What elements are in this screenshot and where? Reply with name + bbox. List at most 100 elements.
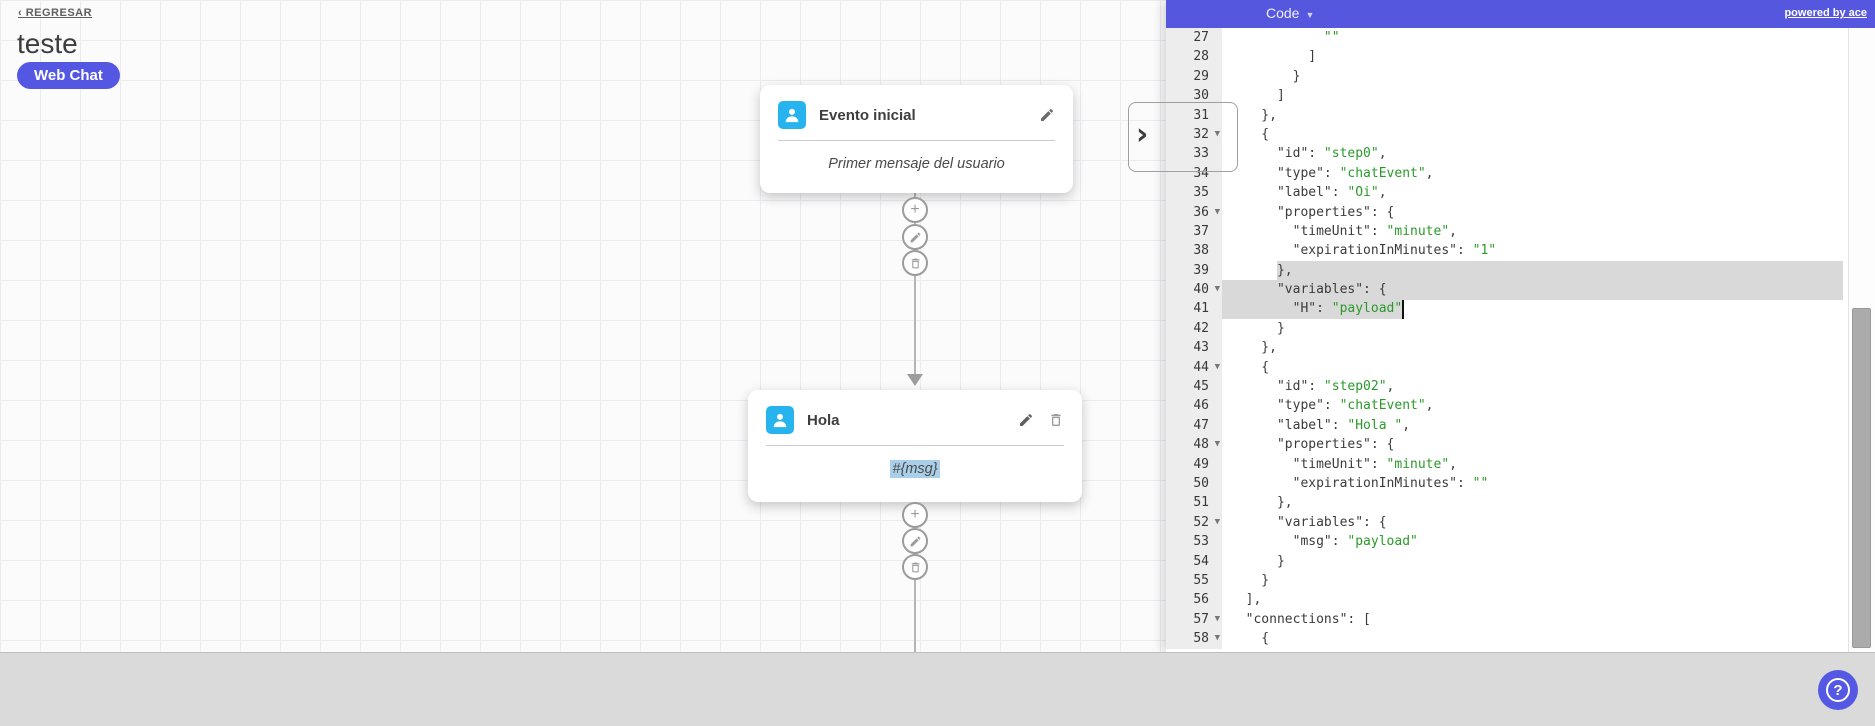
- scrollbar-thumb[interactable]: [1852, 308, 1871, 648]
- add-step-button[interactable]: +: [902, 197, 928, 223]
- delete-connection-button[interactable]: [902, 554, 928, 580]
- line-number-gutter[interactable]: 28: [1166, 47, 1222, 67]
- code-line[interactable]: 52▼ "variables": {: [1166, 512, 1875, 533]
- line-number-gutter[interactable]: 57▼: [1166, 609, 1222, 630]
- code-line[interactable]: 31 },: [1166, 105, 1875, 125]
- code-line[interactable]: 49 "timeUnit": "minute",: [1166, 454, 1875, 474]
- line-number-gutter[interactable]: 58▼: [1166, 629, 1222, 649]
- fold-toggle-icon[interactable]: ▼: [1214, 613, 1220, 624]
- node-evento-inicial[interactable]: Evento inicial Primer mensaje del usuari…: [760, 85, 1073, 193]
- code-line[interactable]: 57▼ "connections": [: [1166, 609, 1875, 630]
- code-line[interactable]: 40▼ "variables": {: [1166, 280, 1875, 300]
- fold-toggle-icon[interactable]: ▼: [1214, 516, 1220, 527]
- code-line[interactable]: 36▼ "properties": {: [1166, 202, 1875, 222]
- code-line[interactable]: 37 "timeUnit": "minute",: [1166, 221, 1875, 242]
- code-line[interactable]: 32▼ {: [1166, 124, 1875, 145]
- line-number-gutter[interactable]: 43: [1166, 338, 1222, 358]
- line-number-gutter[interactable]: 45: [1166, 377, 1222, 397]
- line-number-gutter[interactable]: 46: [1166, 396, 1222, 416]
- code-line[interactable]: 34 "type": "chatEvent",: [1166, 163, 1875, 184]
- add-step-button[interactable]: +: [902, 502, 928, 528]
- code-line-text: "": [1323, 30, 1340, 45]
- code-line-text: {: [1230, 631, 1270, 647]
- collapse-panel-button[interactable]: ›: [1128, 102, 1238, 172]
- line-number-gutter[interactable]: 48▼: [1166, 435, 1222, 455]
- powered-by-ace-link[interactable]: powered by ace: [1784, 7, 1867, 19]
- line-number-gutter[interactable]: 50: [1166, 473, 1222, 494]
- back-link[interactable]: ‹ REGRESAR: [18, 7, 93, 19]
- line-number-gutter[interactable]: 33: [1166, 144, 1222, 164]
- code-line[interactable]: 28 ]: [1166, 47, 1875, 67]
- code-line[interactable]: 50 "expirationInMinutes": "": [1166, 473, 1875, 494]
- line-number-gutter[interactable]: 49: [1166, 454, 1222, 474]
- line-number-gutter[interactable]: 38: [1166, 241, 1222, 261]
- code-line[interactable]: 44▼ {: [1166, 357, 1875, 378]
- delete-connection-button[interactable]: [902, 250, 928, 276]
- line-number-gutter[interactable]: 51: [1166, 493, 1222, 513]
- line-number-gutter[interactable]: 29: [1166, 66, 1222, 87]
- code-line-text: },: [1230, 107, 1277, 123]
- code-line-text: {: [1230, 359, 1270, 375]
- node-hola[interactable]: Hola #{msg}: [748, 390, 1082, 502]
- code-mode-dropdown[interactable]: Code▼: [1266, 5, 1314, 21]
- line-number-gutter[interactable]: 42: [1166, 318, 1222, 339]
- scrollbar-track[interactable]: [1848, 28, 1875, 652]
- line-number-gutter[interactable]: 37: [1166, 221, 1222, 242]
- code-line[interactable]: 54 }: [1166, 551, 1875, 571]
- fold-toggle-icon[interactable]: ▼: [1214, 284, 1220, 295]
- code-line[interactable]: 35 "label": "Oi",: [1166, 183, 1875, 203]
- code-line[interactable]: 39 },: [1166, 260, 1875, 281]
- fold-toggle-icon[interactable]: ▼: [1214, 128, 1220, 139]
- code-line[interactable]: 45 "id": "step02",: [1166, 377, 1875, 397]
- line-number-gutter[interactable]: 52▼: [1166, 512, 1222, 533]
- delete-node-button[interactable]: [1048, 412, 1064, 428]
- code-line[interactable]: 27 "": [1166, 28, 1875, 48]
- code-line[interactable]: 46 "type": "chatEvent",: [1166, 396, 1875, 416]
- code-line[interactable]: 42 }: [1166, 318, 1875, 339]
- line-number-gutter[interactable]: 41: [1166, 299, 1222, 319]
- code-line[interactable]: 48▼ "properties": {: [1166, 435, 1875, 455]
- line-number-gutter[interactable]: 36▼: [1166, 202, 1222, 222]
- code-line[interactable]: 33 "id": "step0",: [1166, 144, 1875, 164]
- line-number-gutter[interactable]: 40▼: [1166, 280, 1222, 300]
- line-number-gutter[interactable]: 56: [1166, 590, 1222, 610]
- code-line[interactable]: 58▼ {: [1166, 629, 1875, 649]
- code-line[interactable]: 30 ]: [1166, 86, 1875, 106]
- code-line[interactable]: 53 "msg": "payload": [1166, 532, 1875, 552]
- line-number-gutter[interactable]: 27: [1166, 28, 1222, 48]
- line-number-gutter[interactable]: 44▼: [1166, 357, 1222, 378]
- code-line[interactable]: 43 },: [1166, 338, 1875, 358]
- line-number-gutter[interactable]: 47: [1166, 415, 1222, 436]
- fold-toggle-icon[interactable]: ▼: [1214, 439, 1220, 450]
- code-line[interactable]: 38 "expirationInMinutes": "1": [1166, 241, 1875, 261]
- fold-toggle-icon[interactable]: ▼: [1214, 206, 1220, 217]
- edit-node-button[interactable]: [1039, 107, 1055, 123]
- line-number-gutter[interactable]: 53: [1166, 532, 1222, 552]
- line-number-gutter[interactable]: 35: [1166, 183, 1222, 203]
- code-line[interactable]: 41 "H": "payload": [1166, 299, 1875, 319]
- code-line[interactable]: 55 }: [1166, 570, 1875, 591]
- code-line[interactable]: 51 },: [1166, 493, 1875, 513]
- line-number-gutter[interactable]: 31: [1166, 105, 1222, 125]
- edit-connection-button[interactable]: [902, 224, 928, 250]
- code-line[interactable]: 29 }: [1166, 66, 1875, 87]
- edit-node-button[interactable]: [1018, 412, 1034, 428]
- code-line-text: ],: [1230, 592, 1262, 608]
- selection-highlight: [1277, 260, 1843, 281]
- code-editor-body[interactable]: 27 ""28 ]29 }30 ]31 },32▼ {33 "id": "ste…: [1166, 28, 1875, 652]
- line-number-gutter[interactable]: 54: [1166, 551, 1222, 571]
- help-button[interactable]: ?: [1818, 670, 1858, 710]
- line-number-gutter[interactable]: 39: [1166, 260, 1222, 281]
- fold-toggle-icon[interactable]: ▼: [1214, 633, 1220, 644]
- node-title: Evento inicial: [819, 106, 916, 124]
- fold-toggle-icon[interactable]: ▼: [1214, 361, 1220, 372]
- code-line[interactable]: 56 ],: [1166, 590, 1875, 610]
- line-number-gutter[interactable]: 55: [1166, 570, 1222, 591]
- code-line-text: "type": "chatEvent",: [1230, 165, 1434, 181]
- line-number-gutter[interactable]: 32▼: [1166, 124, 1222, 145]
- code-line[interactable]: 47 "label": "Hola ",: [1166, 415, 1875, 436]
- pencil-icon: [1041, 108, 1054, 121]
- line-number-gutter[interactable]: 34: [1166, 163, 1222, 184]
- line-number-gutter[interactable]: 30: [1166, 86, 1222, 106]
- edit-connection-button[interactable]: [902, 528, 928, 554]
